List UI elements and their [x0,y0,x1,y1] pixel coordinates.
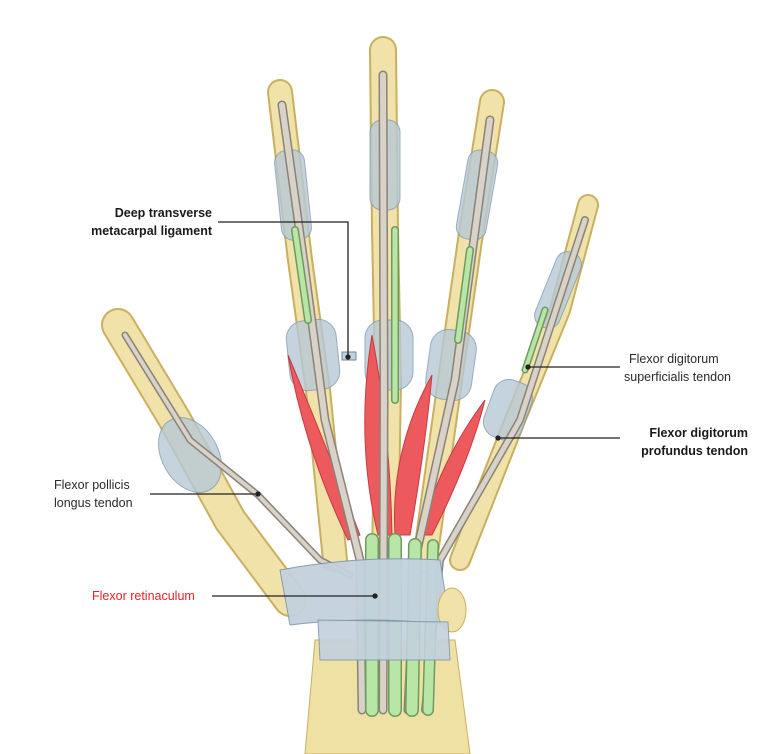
label-line: Deep transverse [114,206,212,220]
label-line: metacarpal ligament [91,224,212,238]
label-deep-transverse-metacarpal-ligament: Deep transverse metacarpal ligament [60,204,212,240]
label-line: Flexor digitorum [649,426,748,440]
label-line: superficialis tendon [624,370,732,384]
flexor-retinaculum [279,558,467,661]
label-flexor-retinaculum: Flexor retinaculum [92,589,195,603]
label-flexor-digitorum-profundus-tendon: Flexor digitorum profundus tendon [610,424,748,460]
leader-lines [150,221,620,599]
label-flexor-pollicis-longus-tendon: Flexor pollicis longus tendon [54,476,133,512]
label-line: Flexor pollicis [54,478,130,492]
label-line: profundus tendon [641,444,748,458]
label-line: longus tendon [54,496,133,510]
label-flexor-digitorum-superficialis-tendon: Flexor digitorum superficialis tendon [624,350,731,386]
label-line: Flexor digitorum [629,352,719,366]
